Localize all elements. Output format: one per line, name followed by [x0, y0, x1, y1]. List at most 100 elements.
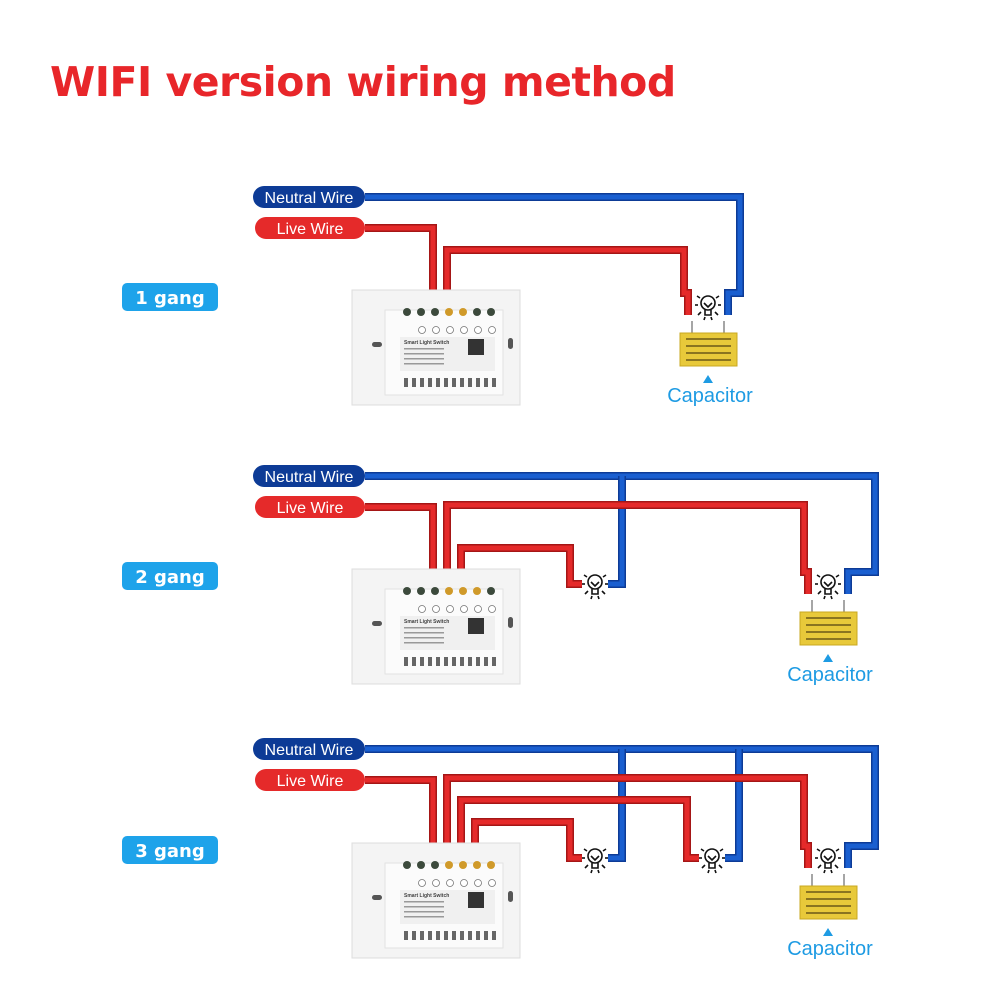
bulb-glass: [820, 574, 836, 590]
terminal-screw: [445, 587, 453, 595]
light-ray: [707, 869, 710, 874]
side-slot: [372, 895, 382, 900]
live-wire: [365, 504, 436, 589]
capacitor-print: [686, 345, 731, 347]
live-wire: [365, 777, 436, 863]
smart-switch-module: Smart Light Switch: [351, 289, 521, 406]
vent-slot: [468, 378, 472, 387]
light-ray: [817, 864, 822, 869]
terminal-screw: [473, 861, 481, 869]
terminal-marker: [418, 879, 426, 887]
terminal-marker: [418, 605, 426, 613]
light-bulb-icon: [815, 574, 841, 600]
terminal-screw: [487, 587, 495, 595]
terminal-marker: [432, 326, 440, 334]
terminal-marker: [488, 605, 496, 613]
light-ray: [823, 595, 826, 600]
light-ray: [583, 848, 588, 852]
light-ray: [583, 574, 588, 578]
vent-slot: [468, 931, 472, 940]
bulb-glass: [820, 848, 836, 864]
vent-slot: [476, 378, 480, 387]
live-wire-label-text: Live Wire: [277, 221, 344, 238]
bulb-base: [703, 302, 713, 316]
light-ray: [703, 316, 706, 321]
vent-slot: [436, 931, 440, 940]
terminal-screw: [473, 308, 481, 316]
module-spec-line: [404, 916, 444, 918]
capacitor-print: [806, 905, 851, 907]
vent-slot: [404, 378, 408, 387]
light-ray: [719, 848, 724, 852]
light-ray: [602, 848, 607, 852]
switched-live-wire: [444, 775, 811, 868]
smart-switch-module: Smart Light Switch: [351, 568, 521, 685]
light-ray: [835, 848, 840, 852]
terminal-marker: [460, 879, 468, 887]
terminal-screw: [431, 308, 439, 316]
light-ray: [834, 590, 839, 595]
neutral-wire: [365, 746, 878, 868]
terminal-marker: [418, 326, 426, 334]
terminal-marker: [488, 879, 496, 887]
capacitor-print: [686, 359, 731, 361]
light-ray: [696, 295, 701, 299]
capacitor-icon: [799, 885, 858, 920]
terminal-screw: [487, 308, 495, 316]
capacitor-pointer-icon: [703, 375, 713, 383]
capacitor-label: Capacitor: [787, 938, 873, 960]
light-ray: [816, 848, 821, 852]
terminal-marker: [446, 605, 454, 613]
capacitor-print: [806, 898, 851, 900]
neutral-wire-label-text: Neutral Wire: [265, 469, 354, 486]
light-ray: [714, 311, 719, 316]
light-ray: [601, 864, 606, 869]
terminal-marker: [446, 326, 454, 334]
vent-slot: [404, 931, 408, 940]
light-bulb-icon: [699, 848, 725, 874]
vent-slot: [492, 931, 496, 940]
terminal-screw: [431, 587, 439, 595]
light-ray: [602, 574, 607, 578]
terminal-screw: [403, 308, 411, 316]
vent-slot: [476, 657, 480, 666]
vent-slot: [452, 931, 456, 940]
bulb-base: [707, 855, 717, 869]
side-slot: [508, 891, 513, 902]
vent-slot: [404, 657, 408, 666]
vent-slot: [420, 657, 424, 666]
terminal-screw: [459, 308, 467, 316]
light-ray: [714, 869, 717, 874]
gang-label: 3 gang: [135, 841, 205, 862]
live-wire-label: [255, 769, 365, 791]
terminal-marker: [474, 326, 482, 334]
neutral-branch-wire: [608, 749, 625, 861]
live-wire-label: [255, 217, 365, 239]
terminal-screw: [403, 861, 411, 869]
qr-code: [468, 618, 484, 634]
qr-code: [468, 892, 484, 908]
module-spec-line: [404, 901, 444, 903]
capacitor-label: Capacitor: [667, 385, 753, 407]
vent-slot: [452, 378, 456, 387]
neutral-wire-label: [253, 738, 365, 760]
module-label: Smart Light Switch: [404, 893, 449, 899]
bulb-base: [590, 855, 600, 869]
live-wire-label-text: Live Wire: [277, 773, 344, 790]
module-label: Smart Light Switch: [404, 340, 449, 346]
terminal-screw: [459, 861, 467, 869]
bulb-glass: [704, 848, 720, 864]
bulb-glass: [587, 848, 603, 864]
module-spec-line: [404, 642, 444, 644]
module-spec-line: [404, 911, 444, 913]
vent-slot: [468, 657, 472, 666]
terminal-marker: [432, 605, 440, 613]
side-slot: [372, 621, 382, 626]
bulb-base: [823, 581, 833, 595]
terminal-screw: [417, 308, 425, 316]
module-spec-line: [404, 358, 444, 360]
terminal-marker: [432, 879, 440, 887]
terminal-screw: [417, 861, 425, 869]
vent-slot: [436, 657, 440, 666]
